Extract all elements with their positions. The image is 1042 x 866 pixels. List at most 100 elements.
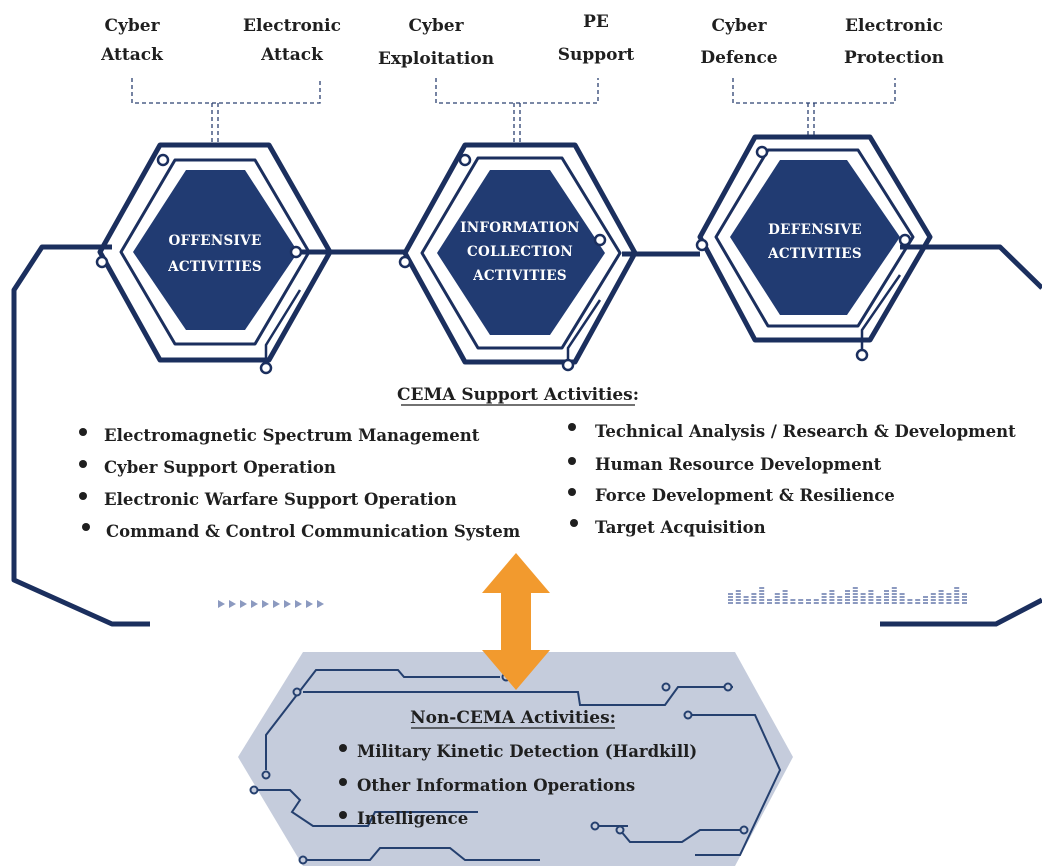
information-collection-hexagon: INFORMATION COLLECTION ACTIVITIES xyxy=(398,142,638,372)
equalizer-segment xyxy=(962,593,967,595)
equalizer-segment xyxy=(946,596,952,598)
cema-right-item: Target Acquisition xyxy=(595,518,766,537)
equalizer-segment xyxy=(735,596,741,598)
triangle-mark xyxy=(306,600,313,608)
equalizer-segment xyxy=(891,590,897,592)
information-collection-hexagon-line2: COLLECTION xyxy=(467,244,573,260)
equalizer-segment xyxy=(837,602,843,604)
equalizer-segment xyxy=(860,596,866,598)
equalizer-segment xyxy=(759,590,765,592)
label-cyber-attack-line2: Attack xyxy=(100,45,164,65)
equalizer-segment xyxy=(782,602,788,604)
equalizer-segment xyxy=(868,602,874,604)
equalizer-segment xyxy=(759,593,765,595)
cema-support-section: CEMA Support Activities: Electromagnetic… xyxy=(79,385,1016,541)
equalizer-segment xyxy=(790,602,796,604)
equalizer-segment xyxy=(884,602,889,604)
equalizer-segment xyxy=(962,596,967,598)
equalizer-segment xyxy=(829,593,835,595)
equalizer-segment xyxy=(798,602,804,604)
offensive-hexagon: OFFENSIVE ACTIVITIES xyxy=(95,142,333,375)
equalizer-segment xyxy=(923,602,928,604)
equalizer-segment xyxy=(845,590,850,592)
equalizer-segment xyxy=(735,593,741,595)
equalizer-segment xyxy=(806,602,811,604)
equalizer-segment xyxy=(806,599,811,601)
equalizer-segment xyxy=(884,593,889,595)
equalizer-segment xyxy=(891,599,897,601)
equalizer-segment xyxy=(728,602,733,604)
equalizer-segment xyxy=(868,599,874,601)
equalizer-segment xyxy=(860,593,866,595)
label-electronic-attack-line1: Electronic xyxy=(243,16,341,36)
equalizer-segment xyxy=(813,602,819,604)
equalizer-segment xyxy=(735,602,741,604)
equalizer-segment xyxy=(767,602,772,604)
equalizer-segment xyxy=(954,590,960,592)
equalizer-segment xyxy=(915,599,921,601)
non-cema-item: Other Information Operations xyxy=(357,776,635,795)
label-pe-support-line1: PE xyxy=(583,12,609,32)
equalizer-segment xyxy=(728,599,733,601)
equalizer-segment xyxy=(946,602,952,604)
equalizer-segment xyxy=(759,599,765,601)
equalizer-segment xyxy=(852,596,858,598)
triangle-mark xyxy=(295,600,302,608)
equalizer-segment xyxy=(899,602,905,604)
equalizer-segment xyxy=(938,599,944,601)
equalizer-segment xyxy=(907,602,913,604)
equalizer-segment xyxy=(891,593,897,595)
triangle-mark xyxy=(273,600,280,608)
information-collection-hexagon-line1: INFORMATION xyxy=(460,220,580,236)
equalizer-segment xyxy=(946,599,952,601)
equalizer-segment xyxy=(868,593,874,595)
equalizer-segment xyxy=(728,593,733,595)
main-frame xyxy=(11,244,1042,627)
equalizer-segment xyxy=(774,596,780,598)
equalizer-segment xyxy=(946,593,952,595)
equalizer-segment xyxy=(852,599,858,601)
cema-left-item: Electronic Warfare Support Operation xyxy=(104,490,457,509)
equalizer-segment xyxy=(923,596,928,598)
equalizer-segment xyxy=(860,602,866,604)
label-connectors xyxy=(131,78,896,143)
equalizer-segment xyxy=(774,602,780,604)
equalizer-segment xyxy=(821,602,827,604)
equalizer-segment xyxy=(743,602,749,604)
top-labels: Cyber Attack Electronic Attack Cyber Exp… xyxy=(100,12,944,69)
equalizer-segment xyxy=(852,590,858,592)
equalizer-segment xyxy=(962,602,967,604)
equalizer-segment xyxy=(852,602,858,604)
equalizer-segment xyxy=(837,599,843,601)
non-cema-item: Military Kinetic Detection (Hardkill) xyxy=(357,742,697,761)
offensive-hexagon-line1: OFFENSIVE xyxy=(168,233,261,249)
equalizer-segment xyxy=(954,599,960,601)
triangle-mark xyxy=(317,600,324,608)
label-cyber-attack-line1: Cyber xyxy=(104,16,160,36)
cema-left-item: Electromagnetic Spectrum Management xyxy=(104,426,480,445)
equalizer-segment xyxy=(798,599,804,601)
equalizer-segment xyxy=(860,599,866,601)
equalizer-segment xyxy=(868,596,874,598)
equalizer-segment xyxy=(782,590,788,592)
equalizer-segment xyxy=(868,590,874,592)
cema-heading: CEMA Support Activities: xyxy=(397,385,639,405)
non-cema-item: Intelligence xyxy=(357,809,468,828)
equalizer-segment xyxy=(899,599,905,601)
equalizer-segment xyxy=(907,599,913,601)
triangle-mark xyxy=(240,600,247,608)
triangle-mark xyxy=(251,600,258,608)
label-pe-support-line2: Support xyxy=(558,45,635,65)
equalizer-segment xyxy=(884,596,889,598)
equalizer-segment xyxy=(751,596,757,598)
equalizer-segment xyxy=(743,596,749,598)
equalizer-segment xyxy=(837,596,843,598)
equalizer-segment xyxy=(751,599,757,601)
equalizer-segment xyxy=(735,590,741,592)
equalizer-segment xyxy=(829,602,835,604)
equalizer-segment xyxy=(876,602,882,604)
equalizer-segment xyxy=(938,596,944,598)
double-arrow-icon xyxy=(482,553,550,690)
equalizer-segment xyxy=(915,602,921,604)
